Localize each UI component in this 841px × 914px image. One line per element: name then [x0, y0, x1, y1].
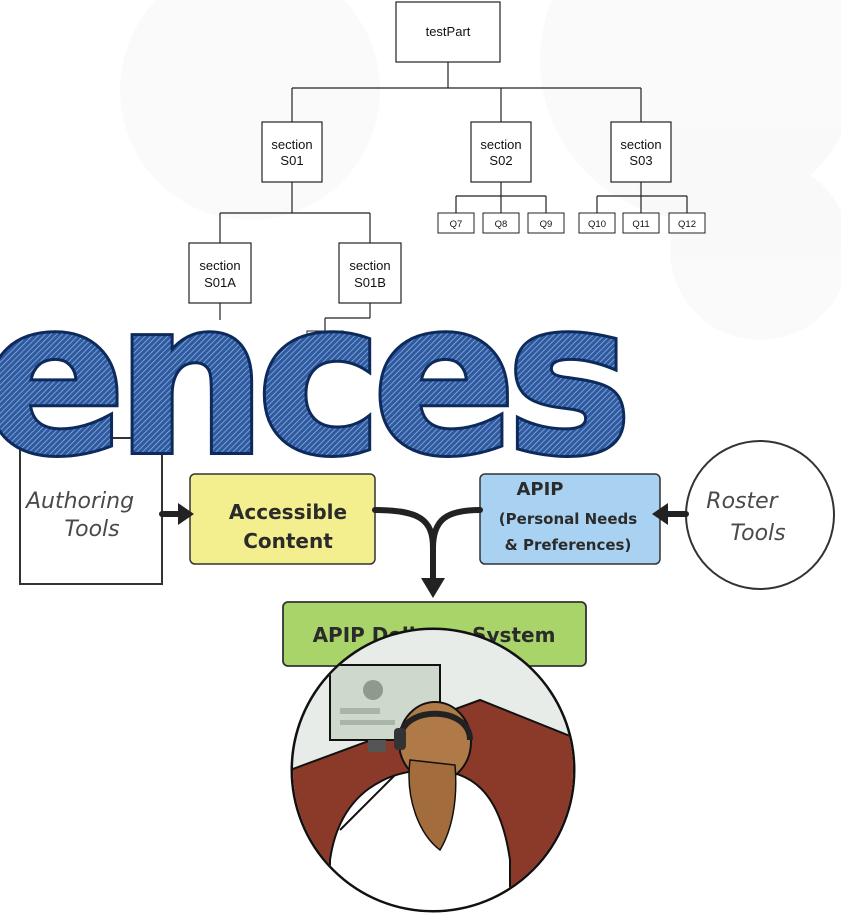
tree-leaf-q10: Q10 [578, 212, 616, 234]
tree-node-section-s01: section S01 [261, 121, 323, 183]
tree-node-root: testPart [395, 1, 501, 63]
node-label-line2: S01A [204, 275, 236, 290]
arrowhead-down [421, 578, 445, 598]
tree-diagram [219, 62, 688, 331]
arrowhead-right [178, 503, 194, 525]
arrowheads [178, 503, 668, 598]
leaf-label: Q12 [678, 219, 696, 230]
person [329, 701, 511, 910]
node-label-line1: section [271, 137, 312, 152]
authoring-line2: Tools [64, 517, 119, 542]
node-label-line1: section [480, 137, 521, 152]
authoring-tools-box: Authoring Tools [19, 437, 163, 585]
apip-pnp-box: APIP (Personal Needs & Preferences) [479, 473, 661, 565]
overlay-word: ences [0, 255, 623, 502]
root-label: testPart [426, 24, 471, 39]
tree-node-section-s03: section S03 [610, 121, 672, 183]
roster-line1: Roster [706, 489, 779, 514]
apip-line3: & Preferences) [505, 536, 632, 554]
roster-tools-circle: Roster Tools [685, 440, 835, 590]
node-label-line2: S03 [629, 153, 652, 168]
tree-node-section-s01a: section S01A [188, 242, 252, 304]
accessible-content-box: Accessible Content [189, 473, 376, 565]
leaf-label: Q8 [495, 219, 508, 230]
leaf-label: Q9 [540, 219, 553, 230]
leaf-label: Q7 [450, 219, 463, 230]
tree-leaf-q11: Q11 [622, 212, 660, 234]
authoring-line1: Authoring [24, 489, 134, 514]
node-label-line1: section [349, 258, 390, 273]
arrow-merge-right [430, 507, 483, 551]
accessible-line1: Accessible [229, 500, 347, 524]
leaf-label: Q10 [588, 219, 606, 230]
apip-line1: APIP [516, 479, 563, 500]
node-label-line2: S02 [489, 153, 512, 168]
tree-node-section-s02: section S02 [470, 121, 532, 183]
accessible-line2: Content [243, 529, 333, 553]
tree-leaf-q8: Q8 [482, 212, 520, 234]
node-label-line2: S01 [280, 153, 303, 168]
apip-line2: (Personal Needs [499, 510, 637, 528]
arrowhead-left [652, 503, 668, 525]
leaf-label: Q4 [319, 337, 332, 348]
test-taker-illustration [290, 627, 576, 913]
background-blobs [120, 0, 841, 340]
tree-node-section-s01b: section S01B [338, 242, 402, 304]
tree-leaf-q9: Q9 [527, 212, 565, 234]
arrow-merge-left [372, 507, 436, 551]
leaf-label: Q11 [632, 219, 649, 230]
flow-arrows [159, 507, 689, 583]
roster-line2: Tools [730, 521, 785, 546]
tree-leaf-q12: Q12 [668, 212, 706, 234]
tree-leaf-q4: Q4 [306, 330, 344, 352]
node-label-line1: section [620, 137, 661, 152]
tree-leaf-q7: Q7 [437, 212, 475, 234]
node-label-line1: section [199, 258, 240, 273]
node-label-line2: S01B [354, 275, 386, 290]
